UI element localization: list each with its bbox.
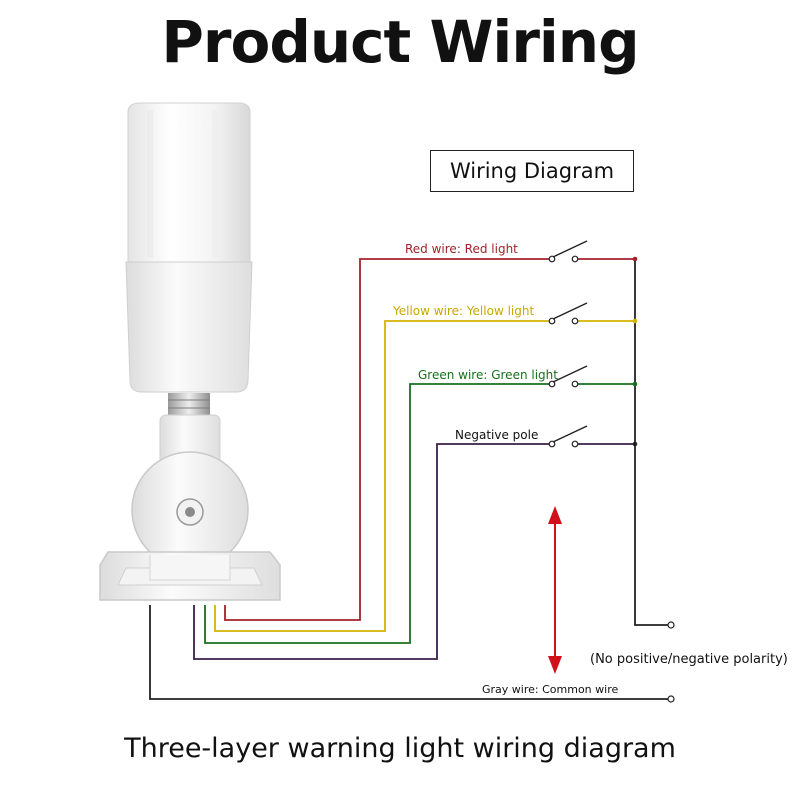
green-wire-label: Green wire: Green light	[418, 368, 558, 382]
red-wire-label: Red wire: Red light	[405, 242, 518, 256]
wiring-diagram-label-box: Wiring Diagram	[430, 150, 634, 192]
yellow-wire	[214, 320, 635, 632]
red-wire	[224, 258, 635, 621]
common-bus-wire	[632, 256, 675, 629]
gray-wire-label: Gray wire: Common wire	[482, 683, 618, 696]
negative-pole-label: Negative pole	[455, 428, 538, 442]
yellow-wire-label: Yellow wire: Yellow light	[392, 304, 534, 318]
tower-light-icon	[99, 102, 281, 601]
switch-icon	[548, 240, 588, 263]
polarity-note: (No positive/negative polarity)	[590, 652, 788, 667]
switch-icon	[548, 425, 588, 448]
diagram-caption: Three-layer warning light wiring diagram	[124, 733, 676, 764]
negative-wire	[193, 443, 635, 660]
double-arrow-icon	[548, 506, 562, 674]
green-wire	[204, 383, 635, 644]
switch-icon	[548, 365, 588, 388]
gray-common-wire	[149, 605, 675, 703]
switch-icon	[548, 302, 588, 325]
wiring-diagram-label: Wiring Diagram	[449, 159, 615, 183]
page-title: Product Wiring	[161, 8, 639, 76]
